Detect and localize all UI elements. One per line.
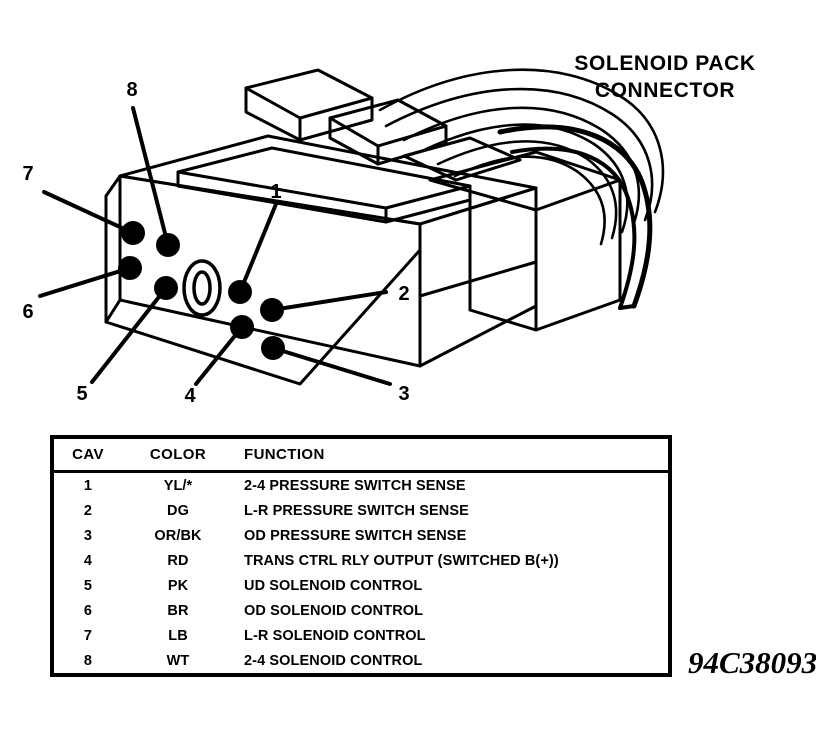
cell-cav: 5 (83, 577, 93, 594)
cell-function: UD SOLENOID CONTROL (244, 577, 423, 594)
leader-line-3 (271, 346, 392, 386)
cavity-function-table: CAV COLOR FUNCTION 1 YL/* 2-4 PRESSURE S… (50, 435, 672, 677)
callout-label-6: 6 (22, 301, 33, 323)
pin-6 (118, 256, 142, 280)
cell-function: L-R SOLENOID CONTROL (244, 627, 426, 644)
table-row: 2 DG L-R PRESSURE SWITCH SENSE (52, 498, 670, 523)
leader-line-1 (238, 202, 278, 294)
callout-leader-lines (38, 106, 392, 386)
callout-label-7: 7 (22, 163, 33, 185)
cell-function: 2-4 PRESSURE SWITCH SENSE (244, 477, 466, 494)
cell-cav: 8 (83, 652, 93, 669)
cell-function: OD PRESSURE SWITCH SENSE (244, 527, 467, 544)
cell-color: OR/BK (154, 527, 202, 544)
figure-title-line-1: SOLENOID PACK (574, 52, 756, 75)
terminal-pins (118, 221, 285, 360)
figure-title: SOLENOID PACK CONNECTOR (520, 50, 810, 104)
cell-color: RD (167, 552, 189, 569)
table-row: 6 BR OD SOLENOID CONTROL (52, 598, 670, 623)
pin-3 (261, 336, 285, 360)
table-row: 4 RD TRANS CTRL RLY OUTPUT (SWITCHED B(+… (52, 548, 670, 573)
table-row: 3 OR/BK OD PRESSURE SWITCH SENSE (52, 523, 670, 548)
cell-cav: 6 (83, 602, 93, 619)
leader-line-5 (90, 286, 168, 384)
table-row: 8 WT 2-4 SOLENOID CONTROL (52, 648, 670, 675)
leader-line-2 (270, 290, 388, 312)
cell-cav: 3 (83, 527, 93, 544)
figure-title-line-2: CONNECTOR (594, 79, 736, 102)
cell-cav: 1 (83, 477, 93, 494)
callout-label-8: 8 (126, 79, 137, 101)
cell-color: LB (168, 627, 188, 644)
pin-4 (230, 315, 254, 339)
callout-label-3: 3 (398, 383, 409, 405)
cell-function: L-R PRESSURE SWITCH SENSE (244, 502, 469, 519)
cell-function: 2-4 SOLENOID CONTROL (244, 652, 423, 669)
keyway-oval (182, 259, 222, 317)
header-cav: CAV (52, 437, 122, 473)
cell-color: WT (166, 652, 190, 669)
table-row: 1 YL/* 2-4 PRESSURE SWITCH SENSE (52, 472, 670, 499)
figure-reference-code: 94C38093 (688, 645, 816, 680)
pin-5 (154, 276, 178, 300)
cell-color: BR (167, 602, 189, 619)
solenoid-pack-connector-illustration: 1 2 3 4 5 6 7 8 (22, 68, 665, 407)
pin-2 (260, 298, 284, 322)
pin-1 (228, 280, 252, 304)
connector-body (104, 68, 665, 386)
leader-line-6 (38, 266, 132, 298)
table-body: 1 YL/* 2-4 PRESSURE SWITCH SENSE 2 DG L-… (52, 472, 670, 676)
leader-line-4 (194, 325, 244, 386)
header-function: FUNCTION (234, 437, 670, 473)
callout-label-4: 4 (184, 385, 196, 407)
cell-color: PK (167, 577, 189, 594)
leader-line-8 (131, 106, 170, 247)
callout-label-1: 1 (270, 181, 281, 203)
callout-label-2: 2 (398, 283, 409, 305)
cell-cav: 4 (83, 552, 93, 569)
cell-color: DG (167, 502, 189, 519)
header-color: COLOR (122, 437, 234, 473)
cell-cav: 7 (83, 627, 93, 644)
cell-cav: 2 (83, 502, 93, 519)
callout-label-5: 5 (76, 383, 87, 405)
callout-numbers: 1 2 3 4 5 6 7 8 (22, 79, 409, 407)
table-header-row: CAV COLOR FUNCTION (52, 437, 670, 473)
leader-line-7 (42, 190, 135, 235)
cell-function: TRANS CTRL RLY OUTPUT (SWITCHED B(+)) (244, 552, 559, 569)
wire-harness (378, 68, 665, 310)
cell-color: YL/* (163, 477, 193, 494)
cell-function: OD SOLENOID CONTROL (244, 602, 424, 619)
pin-8 (156, 233, 180, 257)
table-row: 7 LB L-R SOLENOID CONTROL (52, 623, 670, 648)
pin-7 (121, 221, 145, 245)
table-row: 5 PK UD SOLENOID CONTROL (52, 573, 670, 598)
table-header: CAV COLOR FUNCTION (52, 437, 670, 473)
